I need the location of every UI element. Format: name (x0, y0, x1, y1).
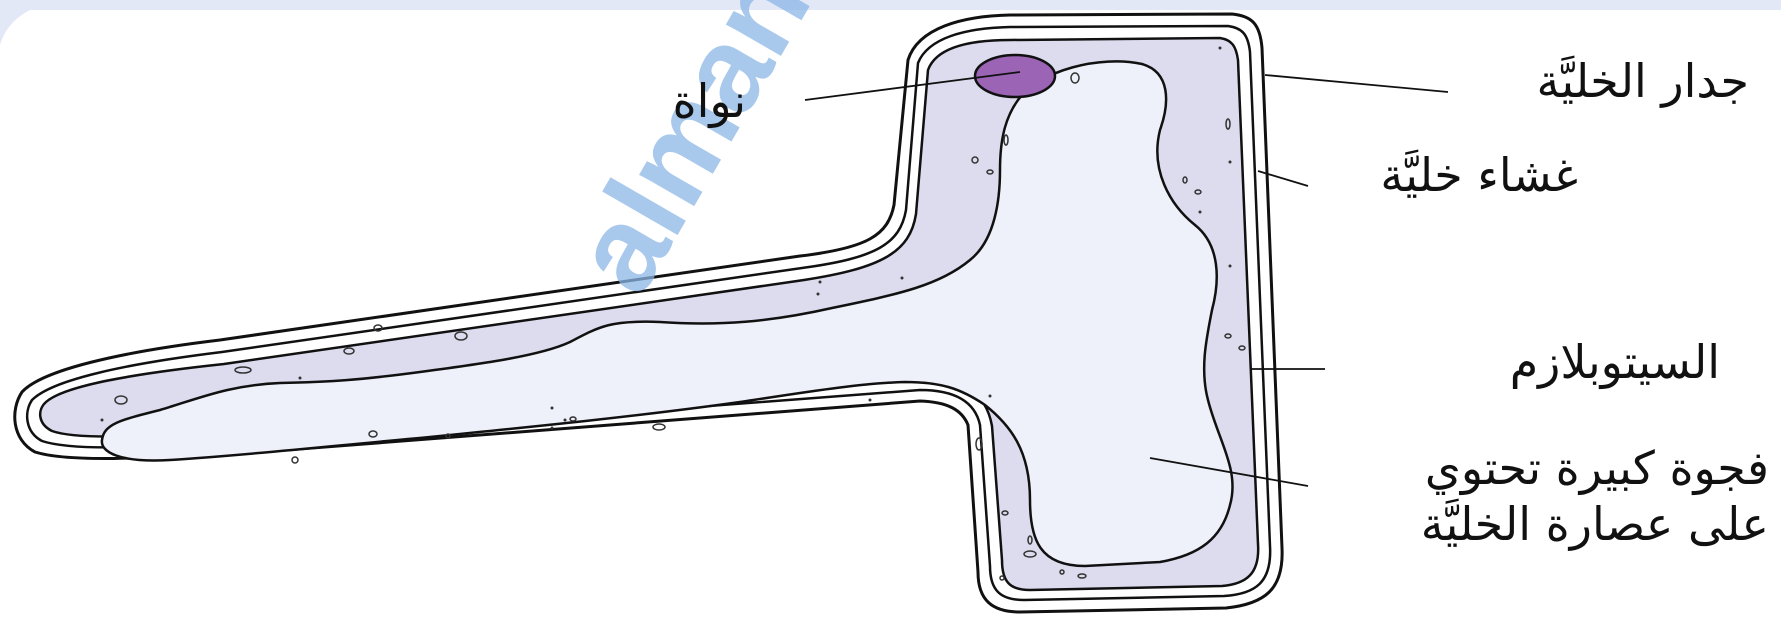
top-frame-bar (0, 0, 1781, 10)
vacuole-label-line-2: على عصارة الخليَّة (1421, 496, 1769, 552)
cell-membrane-label: غشاء خليَّة (1380, 148, 1578, 202)
cell-wall-leader-line (1265, 75, 1448, 92)
cytoplasm-label: السيتوبلازم (1510, 335, 1720, 389)
nucleus-label: نواة (673, 74, 746, 128)
vacuole-label-line-1: فجوة كبيرة تحتوي (1421, 440, 1769, 496)
vacuole-label: فجوة كبيرة تحتوي على عصارة الخليَّة (1421, 440, 1769, 552)
cell-wall-label: جدار الخليَّة (1537, 54, 1749, 108)
